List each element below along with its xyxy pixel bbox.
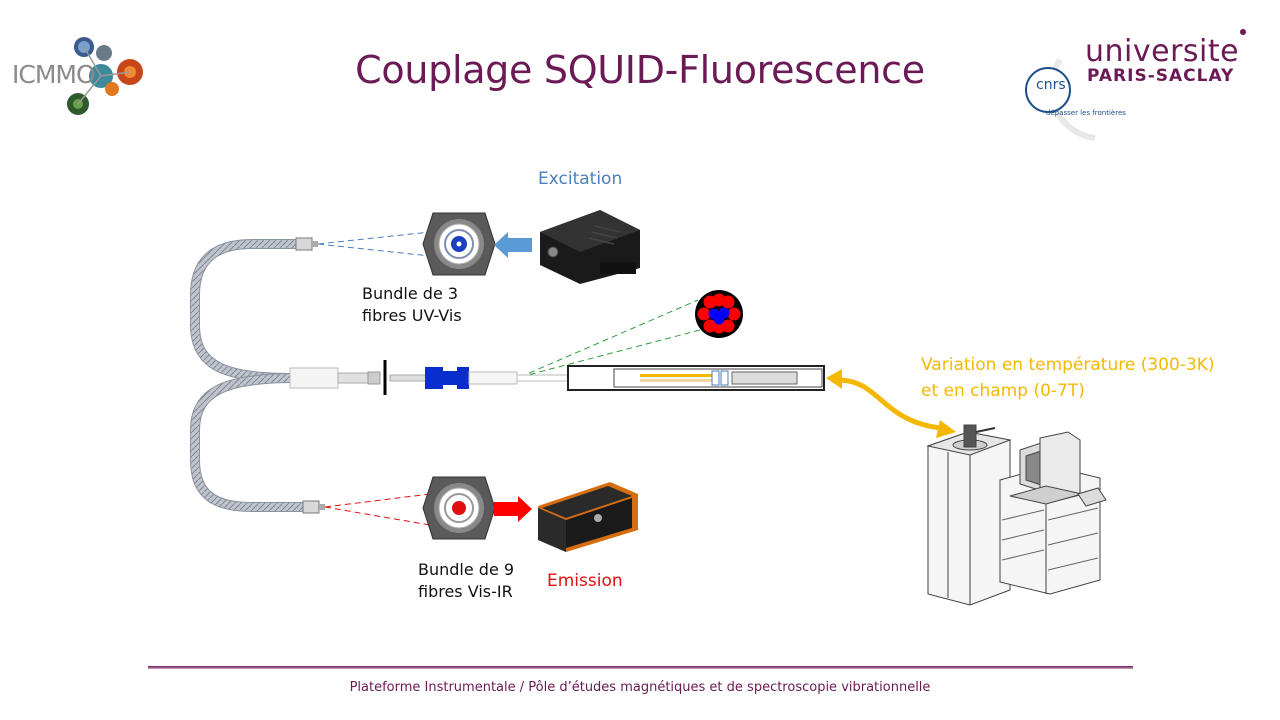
footer-divider xyxy=(148,666,1133,669)
cnrs-logo-tagline: dépasser les frontières xyxy=(1046,109,1126,117)
icmmo-logo-circle-5 xyxy=(105,82,119,96)
probe-assembly xyxy=(289,360,825,395)
bundle-9-label-line2: fibres Vis-IR xyxy=(418,582,513,601)
icmmo-logo: ICMMO xyxy=(0,0,160,130)
universite-logo-text: universite xyxy=(1085,34,1240,69)
variation-label-line1: Variation en température (300-3K) xyxy=(921,355,1215,375)
partner-logos: universite PARIS-SACLAY cnrs dépasser le… xyxy=(1000,20,1280,145)
squid-magnetometer xyxy=(926,424,1107,606)
excitation-label: Excitation xyxy=(538,169,623,189)
excitation-beam-lines xyxy=(317,231,431,257)
slide-title: Couplage SQUID-Fluorescence xyxy=(355,48,925,92)
coupling-arrow xyxy=(826,369,956,438)
fiber-cable-upper xyxy=(190,239,298,383)
cnrs-logo-circle xyxy=(1025,67,1071,113)
excitation-arrow xyxy=(494,232,532,258)
emission-label: Emission xyxy=(547,571,623,591)
variation-label-line2: et en champ (0-7T) xyxy=(921,381,1085,401)
spectrometer-device xyxy=(538,482,638,552)
bundle-9-end-face xyxy=(422,476,496,540)
light-source-device xyxy=(540,210,640,284)
blue-connector xyxy=(425,367,469,389)
fiber-cable-lower xyxy=(190,373,305,512)
cnrs-logo-text: cnrs xyxy=(1036,77,1066,93)
footer-text: Plateforme Instrumentale / Pôle d’études… xyxy=(349,680,931,695)
bundle-3-label-line2: fibres UV-Vis xyxy=(362,306,462,325)
bundle-9-label-line1: Bundle de 9 xyxy=(418,560,515,579)
bundle-3-end-face xyxy=(422,212,496,276)
fiber-tip-lower xyxy=(302,500,325,514)
probe-cross-section xyxy=(695,290,743,338)
fiber-tip-upper xyxy=(295,237,318,251)
splitter-housing xyxy=(289,367,339,389)
probe-section-lines xyxy=(519,299,701,378)
paris-saclay-logo-text: PARIS-SACLAY xyxy=(1087,66,1235,86)
bundle-3-label-line1: Bundle de 3 xyxy=(362,284,459,303)
icmmo-logo-text: ICMMO xyxy=(12,60,96,89)
emission-beam-lines xyxy=(324,493,431,526)
emission-arrow xyxy=(494,496,532,522)
universite-logo-dot xyxy=(1240,29,1246,35)
icmmo-logo-circle-2 xyxy=(96,45,112,61)
